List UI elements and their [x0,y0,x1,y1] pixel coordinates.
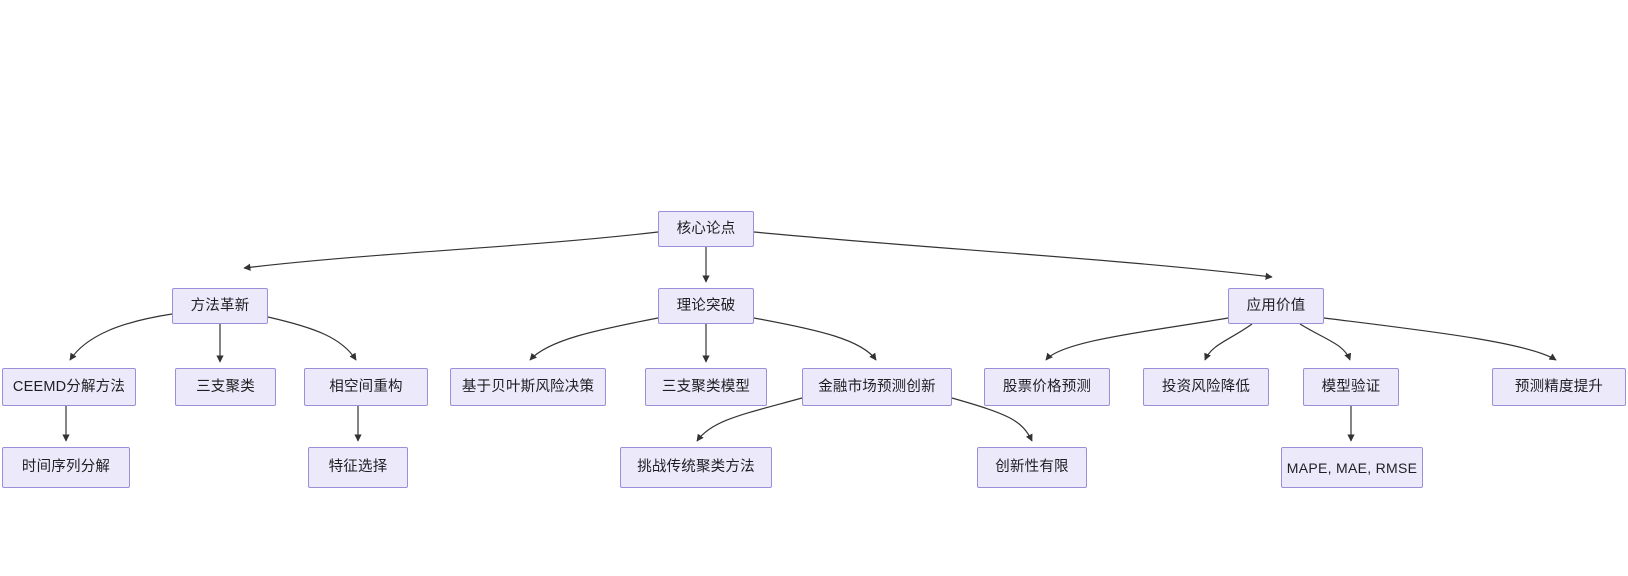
node-value[interactable]: 应用价值 [1228,288,1324,324]
node-stock[interactable]: 股票价格预测 [984,368,1110,406]
edge-value-to-accuracy [1323,317,1557,361]
node-label: 理论突破 [676,297,736,314]
node-label: 相空间重构 [329,378,403,395]
node-finance[interactable]: 金融市场预测创新 [802,368,952,406]
node-label: 三支聚类 [196,378,255,395]
node-label: MAPE, MAE, RMSE [1286,459,1418,476]
edge-value-to-validate [1299,323,1352,361]
node-label: 特征选择 [328,459,388,476]
edge-theory-to-finance [753,317,877,361]
node-accuracy[interactable]: 预测精度提升 [1492,368,1626,406]
node-metrics[interactable]: MAPE, MAE, RMSE [1281,447,1423,488]
node-bayes[interactable]: 基于贝叶斯风险决策 [450,368,606,406]
node-label: 基于贝叶斯风险决策 [461,378,595,395]
node-label: 模型验证 [1321,378,1381,395]
node-twmodel[interactable]: 三支聚类模型 [645,368,767,406]
node-root[interactable]: 核心论点 [658,211,754,247]
connector-group [62,231,1557,442]
edge-method-to-ceemd [69,313,173,361]
edge-value-to-risk [1204,323,1253,361]
node-theory[interactable]: 理论突破 [658,288,754,324]
node-label: 创新性有限 [995,459,1069,476]
edge-root-to-method [243,231,659,271]
node-label: 金融市场预测创新 [818,378,936,395]
node-risk[interactable]: 投资风险降低 [1143,368,1269,406]
node-ceemd[interactable]: CEEMD分解方法 [2,368,136,406]
node-label: CEEMD分解方法 [12,378,126,395]
node-challenge[interactable]: 挑战传统聚类方法 [620,447,772,488]
node-label: 投资风险降低 [1161,378,1251,395]
node-label: 预测精度提升 [1514,378,1604,395]
edge-value-to-stock [1045,317,1229,361]
edge-theory-to-bayes [529,317,659,361]
node-featsel[interactable]: 特征选择 [308,447,408,488]
node-validate[interactable]: 模型验证 [1303,368,1399,406]
node-label: 时间序列分解 [21,459,111,476]
node-limited[interactable]: 创新性有限 [977,447,1087,488]
node-phase[interactable]: 相空间重构 [304,368,428,406]
node-method[interactable]: 方法革新 [172,288,268,324]
edge-root-to-value [753,231,1273,280]
node-threeway[interactable]: 三支聚类 [175,368,276,406]
node-label: 方法革新 [190,297,250,314]
node-label: 挑战传统聚类方法 [637,459,755,476]
node-tsdecomp[interactable]: 时间序列分解 [2,447,130,488]
node-label: 核心论点 [676,220,736,237]
node-label: 三支聚类模型 [661,378,751,395]
node-label: 股票价格预测 [1002,378,1092,395]
edge-method-to-phase [267,316,357,361]
node-label: 应用价值 [1246,297,1306,314]
